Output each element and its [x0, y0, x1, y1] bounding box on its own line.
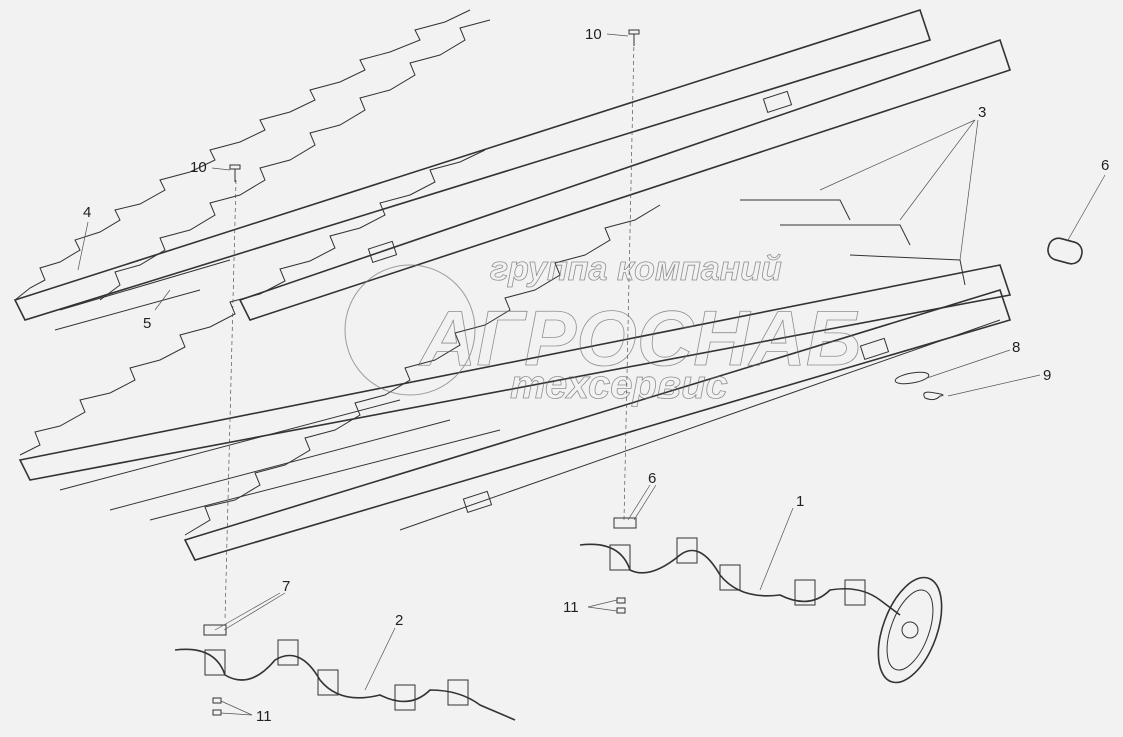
shaft-assembly-2: [174, 639, 516, 721]
svg-text:техсервис: техсервис: [510, 363, 728, 407]
callout-6: 6: [648, 470, 656, 487]
plate-7: [203, 624, 227, 636]
callout-10: 10: [190, 159, 207, 176]
callout-4: 4: [83, 204, 91, 221]
callout-8: 8: [1012, 339, 1020, 356]
callout-9: 9: [1043, 367, 1051, 384]
svg-text:АГРОСНАБ: АГРОСНАБ: [418, 294, 861, 382]
watermark: группа компаний АГРОСНАБ техсервис: [344, 250, 862, 407]
callout-7: 7: [282, 578, 290, 595]
svg-text:группа компаний: группа компаний: [490, 250, 782, 288]
callout-10: 10: [585, 26, 602, 43]
seal-5: [1047, 237, 1083, 265]
callout-1: 1: [796, 493, 804, 510]
callout-4: 5: [143, 315, 151, 332]
plate-6: [613, 517, 637, 529]
bolt-icon: [628, 29, 640, 46]
leader-lines: [77, 33, 1106, 716]
callout-11: 11: [256, 708, 272, 725]
lower-rail-assembly: [18, 149, 1012, 561]
shaft-assembly-1: [579, 537, 943, 684]
callout-2: 2: [395, 612, 403, 629]
upper-rail-assembly: [13, 8, 1012, 331]
bolt-icon: [229, 164, 241, 182]
callout-3: 3: [978, 104, 986, 121]
callout-11: 11: [563, 599, 579, 616]
callout-5: 6: [1101, 157, 1109, 174]
